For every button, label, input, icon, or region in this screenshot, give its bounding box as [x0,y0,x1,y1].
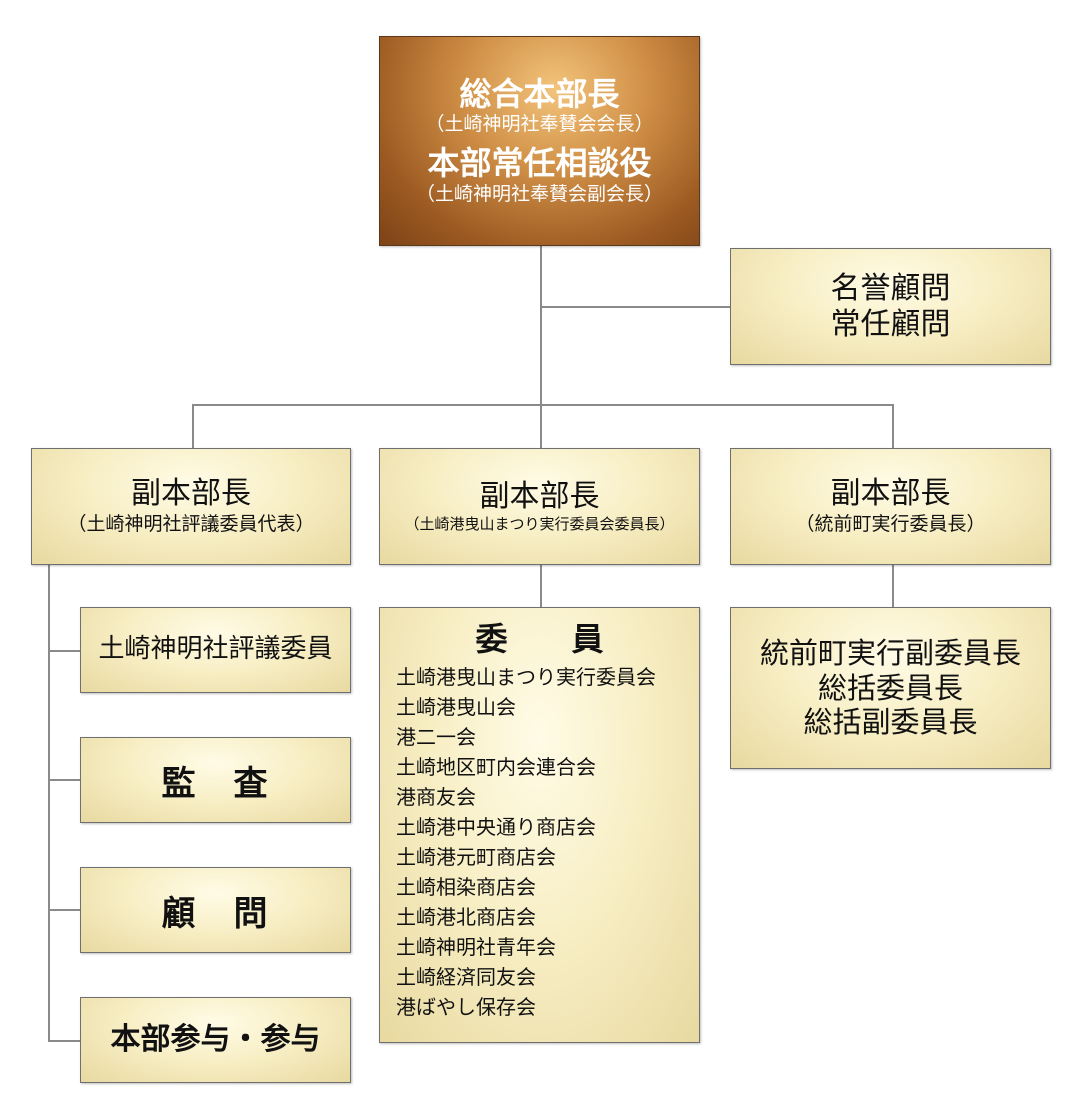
vice-chair-box: 統前町実行副委員長 総括委員長 総括副委員長 [730,607,1051,769]
councillors-label: 土崎神明社評議委員 [98,634,333,665]
advisors-box: 名誉顧問 常任顧問 [730,248,1051,365]
list-item: 土崎経済同友会 [396,965,536,990]
counselors-box: 本部参与・参与 [80,997,351,1083]
chief-director-box: 総合本部長 （土崎神明社奉賛会会長） 本部常任相談役 （土崎神明社奉賛会副会長） [379,36,700,246]
standing-counselor-subtitle: （土崎神明社奉賛会副会長） [415,182,663,205]
honorary-advisor-label: 名誉顧問 [830,270,951,306]
chief-director-subtitle: （土崎神明社奉賛会会長） [425,113,654,136]
connector-center-down [540,565,542,608]
list-item: 土崎神明社青年会 [396,935,556,960]
advisor-label: 顧 問 [161,893,270,934]
connector-drop-right [892,404,894,448]
vice-director-center-subtitle: （土崎港曳山まつり実行委員会委員長） [404,514,675,533]
list-item: 港ばやし保存会 [396,995,536,1020]
list-item: 土崎相染商店会 [396,875,536,900]
vice-director-center-box: 副本部長 （土崎港曳山まつり実行委員会委員長） [379,448,700,565]
connector-left-branch-1 [48,650,80,652]
connector-left-trunk [48,565,50,1042]
list-item: 土崎港中央通り商店会 [396,815,596,840]
connector-advisors [540,306,730,308]
vice-director-right-box: 副本部長 （統前町実行委員長） [730,448,1051,565]
deputy-chair-label: 統前町実行副委員長 [759,635,1021,670]
general-chair-label: 総括委員長 [817,670,963,705]
counselors-label: 本部参与・参与 [110,1022,321,1057]
standing-counselor-title: 本部常任相談役 [427,144,652,182]
connector-left-branch-4 [48,1040,80,1042]
chief-director-title: 総合本部長 [459,74,620,113]
connector-top-trunk [540,246,542,406]
general-vice-chair-label: 総括副委員長 [803,705,978,740]
connector-right-down [892,565,894,608]
advisor-box: 顧 問 [80,867,351,953]
members-title: 委 員 [475,620,604,658]
vice-director-right-title: 副本部長 [830,476,951,512]
audit-box: 監 査 [80,737,351,823]
connector-drop-left [192,404,194,448]
vice-director-right-subtitle: （統前町実行委員長） [795,513,986,536]
list-item: 土崎港元町商店会 [396,845,556,870]
members-box: 委 員 土崎港曳山まつり実行委員会 土崎港曳山会 港二一会 土崎地区町内会連合会… [379,607,700,1043]
councillors-box: 土崎神明社評議委員 [80,607,351,693]
list-item: 土崎港北商店会 [396,905,536,930]
list-item: 土崎地区町内会連合会 [396,755,596,780]
audit-label: 監 査 [161,763,270,804]
connector-left-branch-2 [48,779,80,781]
vice-director-left-title: 副本部長 [131,476,251,512]
standing-advisor-label: 常任顧問 [830,306,951,342]
connector-drop-center [540,404,542,448]
vice-director-left-subtitle: （土崎神明社評議委員代表） [67,513,315,536]
list-item: 港二一会 [396,725,476,750]
list-item: 土崎港曳山まつり実行委員会 [396,665,656,690]
connector-horizontal-bar [192,404,894,406]
connector-left-branch-3 [48,909,80,911]
list-item: 港商友会 [396,785,476,810]
vice-director-left-box: 副本部長 （土崎神明社評議委員代表） [31,448,351,565]
members-list: 土崎港曳山まつり実行委員会 土崎港曳山会 港二一会 土崎地区町内会連合会 港商友… [380,662,656,1022]
list-item: 土崎港曳山会 [396,695,516,720]
vice-director-center-title: 副本部長 [479,478,600,514]
